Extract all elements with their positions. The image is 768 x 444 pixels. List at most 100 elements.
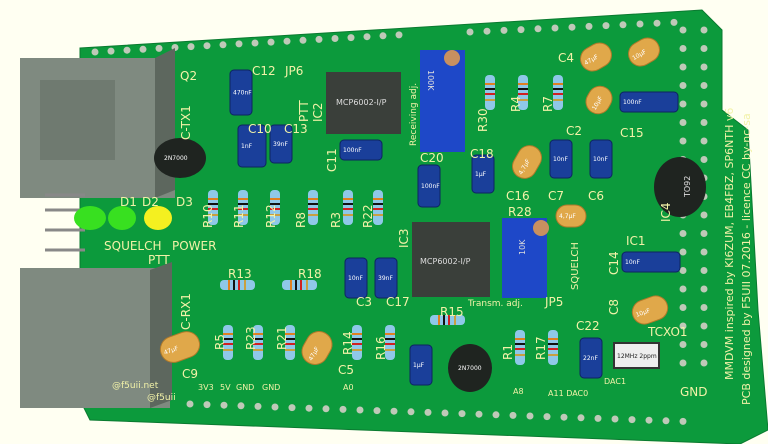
- hole: [679, 119, 687, 126]
- hole: [107, 47, 115, 55]
- capacitor-c9: 47µF: [159, 331, 201, 363]
- capacitor-c3: 10nF: [344, 257, 368, 299]
- q-tx-value: 2N7000: [164, 155, 188, 162]
- hole: [305, 404, 313, 412]
- email-label: @f5uii.net: [112, 381, 159, 391]
- hole: [271, 403, 279, 411]
- capacitor-c15: 100nF: [619, 91, 679, 113]
- hole: [594, 414, 602, 422]
- silk-label-r23: R23: [244, 326, 258, 350]
- handle-label: @f5uii: [147, 393, 176, 403]
- capacitor-value: 10nF: [593, 156, 608, 163]
- hole: [347, 34, 355, 42]
- hole: [700, 211, 708, 219]
- hole: [466, 28, 474, 36]
- silk-label-crx1: C-RX1: [179, 293, 193, 330]
- silk-label-d1: D1: [120, 195, 137, 209]
- hole: [395, 31, 403, 39]
- resistor: [238, 190, 248, 225]
- silk-label-r12: R12: [264, 204, 278, 228]
- capacitor-value: 100nF: [421, 183, 440, 190]
- resistor: [430, 315, 465, 325]
- hole: [331, 35, 339, 42]
- hole: [254, 402, 262, 410]
- hole: [220, 401, 228, 409]
- capacitor-c20: 100nF: [417, 164, 441, 208]
- silk-label-c18: C18: [470, 147, 494, 161]
- hole: [700, 322, 708, 330]
- hole: [700, 156, 708, 163]
- silk-label-c6: C6: [588, 189, 604, 203]
- silk-label-c20: C20: [420, 151, 444, 165]
- silk-label-c15: C15: [620, 126, 644, 140]
- transistor-q-rx: [448, 344, 492, 392]
- capacitor-c6: 10nF: [589, 139, 613, 179]
- capacitor-c16: 4,7µF: [512, 145, 542, 179]
- hole: [203, 42, 211, 50]
- hole: [653, 19, 661, 27]
- resistor: [515, 330, 525, 365]
- hole: [619, 21, 627, 29]
- hole: [441, 409, 449, 417]
- ic2-chip: [326, 72, 401, 134]
- capacitor-value: 39nF: [273, 141, 288, 148]
- silk-label-r8: R8: [294, 212, 308, 228]
- capacitor-value: 10nF: [553, 156, 568, 163]
- hole: [339, 405, 347, 413]
- ic3-chip: [412, 222, 490, 297]
- silk-label-ic1: IC1: [626, 234, 646, 248]
- resistor: [518, 75, 528, 110]
- silk-label-gnd: GND: [680, 385, 708, 399]
- silk-label-ic4: IC4: [659, 202, 673, 222]
- led-d1-green: [74, 206, 106, 230]
- capacitor-c11: 100nF: [339, 139, 383, 161]
- silk-label-r10: R10: [201, 204, 215, 228]
- silk-label-r17: R17: [534, 336, 548, 360]
- hole: [679, 359, 687, 367]
- hole: [237, 402, 245, 410]
- hole: [251, 39, 259, 47]
- hole: [700, 341, 708, 348]
- hole: [500, 26, 508, 34]
- silk-label-r16: R16: [374, 336, 388, 360]
- hole: [602, 22, 610, 30]
- silk-label-c16: C16: [506, 189, 530, 203]
- hole: [700, 119, 708, 126]
- hole: [611, 415, 619, 423]
- capacitor-c13: 39nF: [269, 124, 293, 164]
- silk-label-d2: D2: [142, 195, 159, 209]
- capacitor-value: 47µF: [163, 345, 180, 357]
- capacitor-c10: 1nF: [237, 124, 267, 168]
- silk-label-ctx1: C-TX1: [179, 105, 193, 140]
- hole: [679, 82, 687, 89]
- hole: [700, 230, 708, 237]
- hole: [283, 37, 291, 45]
- hole: [679, 304, 687, 311]
- resistor: [285, 325, 295, 360]
- silk-label-r13: R13: [228, 267, 252, 281]
- hole: [679, 285, 687, 293]
- silk-label-r22: R22: [361, 204, 375, 228]
- silk-label-pin-gnd1: GND: [236, 383, 254, 392]
- silk-label-r30: R30: [476, 108, 490, 132]
- tcxo-value: 12MHz 2ppm: [617, 353, 657, 360]
- hole: [700, 100, 708, 108]
- pot-rx-value: 100K: [426, 70, 435, 91]
- hole: [670, 18, 678, 26]
- hole: [679, 341, 687, 348]
- hole: [700, 26, 708, 34]
- capacitor-value: 4,7µF: [559, 213, 576, 220]
- transistor-q2: [154, 138, 206, 178]
- hole: [551, 24, 559, 32]
- capacitor-c4: 47µF: [580, 42, 612, 72]
- hole: [700, 285, 708, 293]
- hole: [679, 230, 687, 237]
- silk-label-c4: C4: [558, 51, 574, 65]
- silk-label-r7: R7: [541, 96, 555, 112]
- pot-receiving: [420, 50, 465, 152]
- hole: [679, 322, 687, 330]
- hole: [585, 22, 593, 30]
- capacitor-c4b: 10µF: [628, 37, 660, 67]
- hole: [155, 44, 163, 52]
